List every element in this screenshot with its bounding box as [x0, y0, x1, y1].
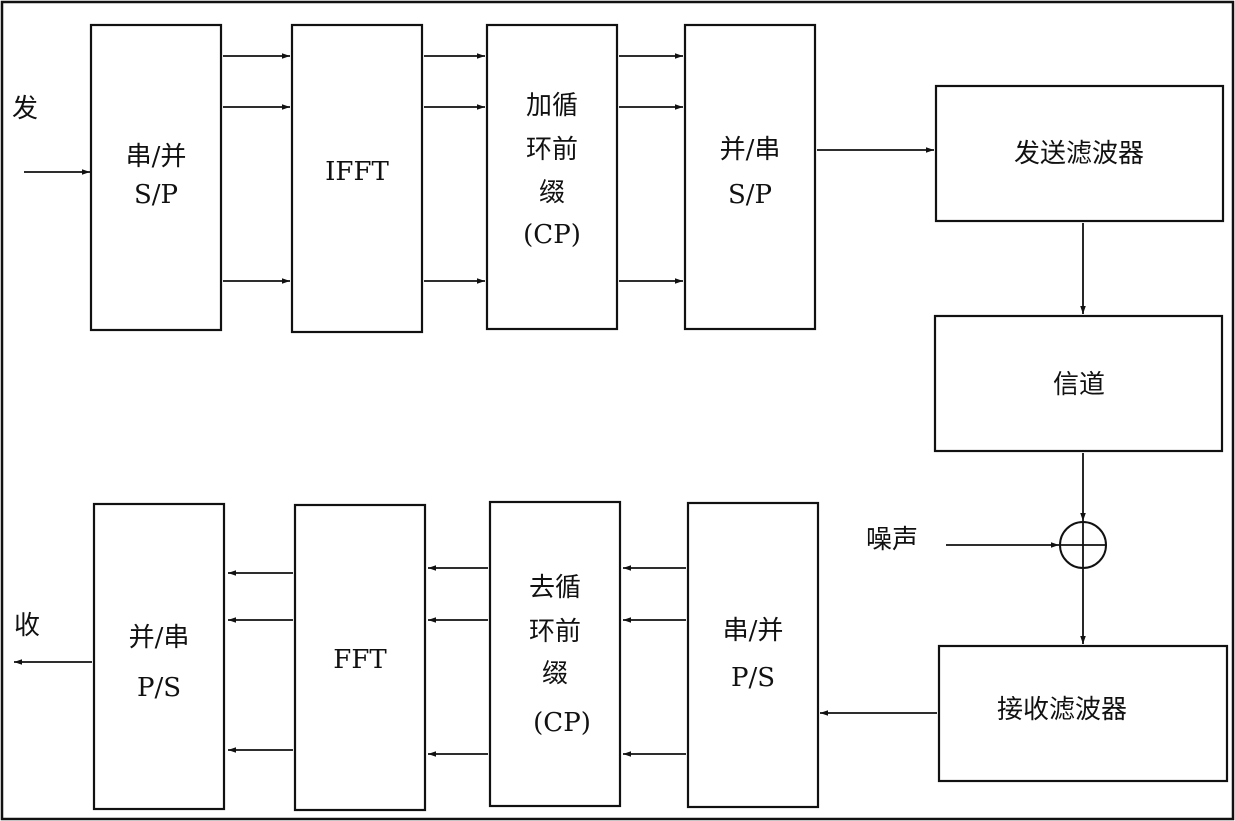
rx-output-label: 收	[14, 611, 40, 641]
rx-ps-label-line1: 并/串	[129, 623, 190, 653]
ifft-label: IFFT	[325, 157, 389, 187]
add-cp-block: 加循 环前 缀 (CP)	[485, 23, 619, 331]
remove-cp-block: 去循 环前 缀 (CP)	[488, 500, 622, 808]
rx-sp-label-line2: P/S	[731, 663, 775, 693]
fft-label: FFT	[333, 645, 387, 675]
rx-ps-block: 并/串 P/S	[92, 502, 226, 811]
remove-cp-label-line2: 环前	[529, 617, 581, 647]
noise-label: 噪声	[866, 525, 918, 555]
rx-filter-label: 接收滤波器	[997, 695, 1127, 725]
tx-ps-label-line2: S/P	[728, 180, 772, 210]
add-cp-label-line1: 加循	[526, 91, 578, 121]
tx-ps-block: 并/串 S/P	[683, 23, 817, 331]
add-cp-label-line4: (CP)	[523, 220, 581, 250]
add-cp-label-line3: 缀	[539, 178, 565, 208]
tx-filter-label: 发送滤波器	[1014, 139, 1144, 169]
rx-ps-label-line2: P/S	[137, 673, 181, 703]
tx-input-label: 发	[12, 94, 38, 124]
rx-filter-block: 接收滤波器	[937, 644, 1229, 783]
adder-symbol	[1059, 521, 1107, 569]
ifft-block: IFFT	[290, 23, 424, 334]
remove-cp-label-line3: 缀	[542, 659, 568, 689]
tx-sp-label-line2: S/P	[134, 180, 178, 210]
rx-sp-block: 串/并 P/S	[686, 501, 820, 809]
channel-label: 信道	[1053, 370, 1105, 400]
fft-block: FFT	[293, 503, 427, 812]
tx-ps-label-line1: 并/串	[720, 135, 781, 165]
remove-cp-label-line4: (CP)	[533, 708, 591, 738]
tx-sp-label-line1: 串/并	[126, 142, 187, 172]
add-cp-label-line2: 环前	[526, 135, 578, 165]
channel-block: 信道	[933, 314, 1224, 453]
tx-sp-block: 串/并 S/P	[89, 23, 223, 332]
remove-cp-label-line1: 去循	[529, 573, 581, 603]
tx-filter-block: 发送滤波器	[934, 84, 1225, 223]
rx-sp-label-line1: 串/并	[723, 616, 784, 646]
